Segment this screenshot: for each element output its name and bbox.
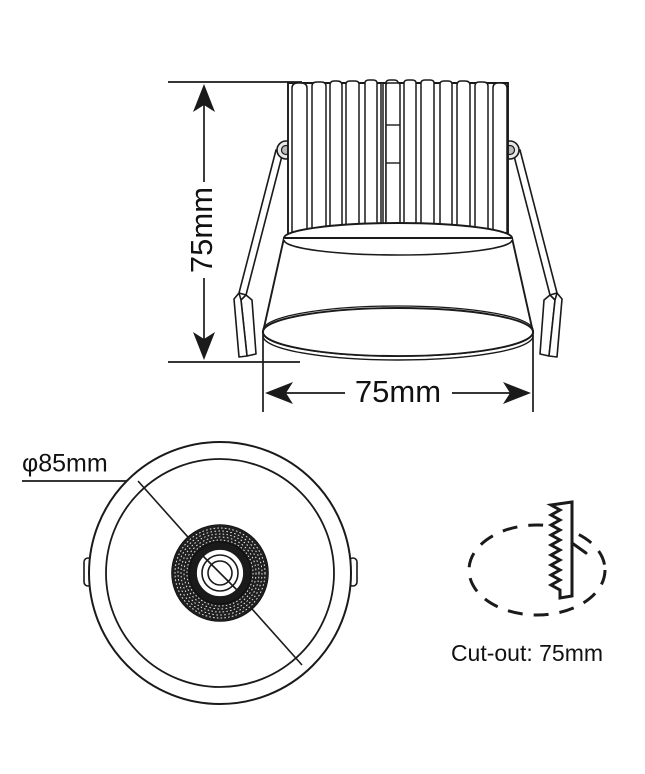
width-arrow-right-icon [503, 382, 531, 404]
finned-heatsink [287, 79, 509, 236]
trim-front-rim [262, 331, 534, 357]
spring-clip-right-lower-arm [539, 294, 556, 357]
saw-blade [546, 500, 588, 600]
height-dimension-label: 75mm [184, 187, 219, 273]
width-dimension: 75mm [262, 330, 534, 412]
cutout-view: Cut-out: 75mm [451, 500, 607, 666]
saw-blade-handle [570, 541, 588, 555]
saw-blade-body [546, 500, 574, 600]
cutout-label: Cut-out: 75mm [451, 640, 603, 666]
elevation-view: 75mm 75mm [168, 79, 563, 412]
height-arrow-up-icon [193, 84, 215, 112]
spring-clip-right-return [548, 292, 563, 358]
height-arrow-down-icon [193, 332, 215, 360]
trim-collar-underline [283, 239, 513, 256]
heatsink-fins-left [291, 79, 399, 234]
plan-view: φ85mm [22, 441, 358, 705]
heatsink-center-channel [385, 82, 401, 234]
spring-clip-left-return [233, 292, 248, 358]
width-dimension-label: 75mm [355, 374, 441, 409]
height-dimension: 75mm [168, 81, 302, 363]
lens-diagonal-line [202, 555, 238, 591]
dashed-cutout-circle [467, 523, 607, 617]
heatsink-fins-right [403, 79, 508, 234]
width-arrow-left-icon [265, 382, 293, 404]
trim-front-rim-shadow [262, 335, 534, 361]
diameter-label: φ85mm [22, 450, 108, 478]
tapered-trim-housing [261, 222, 535, 361]
spring-clip-left-lower-arm [240, 294, 257, 357]
